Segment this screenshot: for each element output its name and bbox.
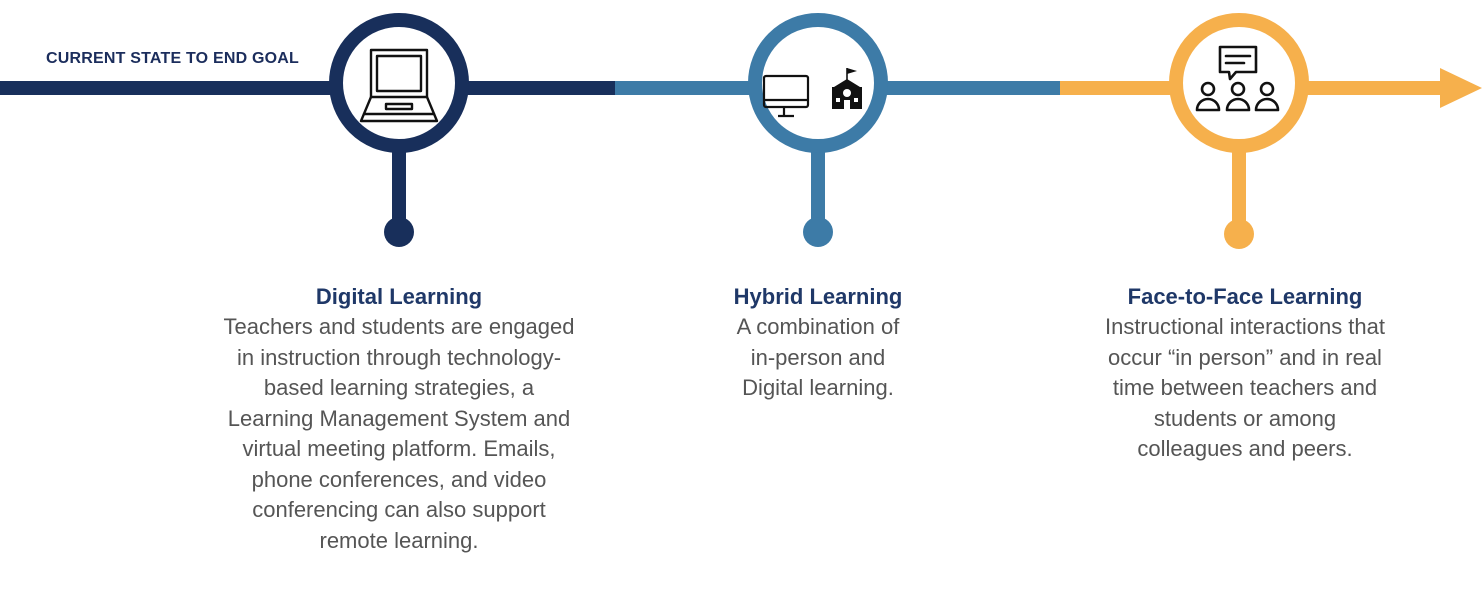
stage-description: A combination of in-person and Digital l… [736, 314, 900, 400]
timeline-graphic [0, 13, 1482, 249]
stage-heading: Face-to-Face Learning [1127, 284, 1363, 309]
stage-hybrid-learning: Hybrid Learning A combination of in-pers… [668, 284, 968, 404]
stage-heading: Digital Learning [315, 284, 483, 309]
stage-description: Instructional interactions that occur “i… [1104, 314, 1386, 461]
stage-face-to-face-learning: Face-to-Face Learning Instructional inte… [1020, 284, 1470, 465]
ring-digital [329, 13, 469, 153]
stem-digital [392, 140, 406, 230]
laptop-icon [359, 48, 439, 123]
monitor-icon [762, 74, 810, 118]
stage-heading: Hybrid Learning [733, 284, 903, 309]
diagram-title: CURRENT STATE TO END GOAL [46, 50, 299, 67]
pin-face-to-face [1224, 219, 1254, 249]
stem-face-to-face [1232, 140, 1246, 230]
school-building-icon [832, 68, 862, 109]
stem-hybrid [811, 140, 825, 230]
stage-description: Teachers and students are engaged in ins… [223, 314, 575, 553]
timeline-arrowhead [1440, 68, 1482, 108]
pin-digital [384, 217, 414, 247]
timeline-segment-digital [0, 81, 615, 95]
ring-hybrid [748, 13, 888, 153]
stage-digital-learning: Digital Learning Teachers and students a… [150, 284, 648, 556]
pin-hybrid [803, 217, 833, 247]
group-discussion-icon [1195, 45, 1280, 112]
